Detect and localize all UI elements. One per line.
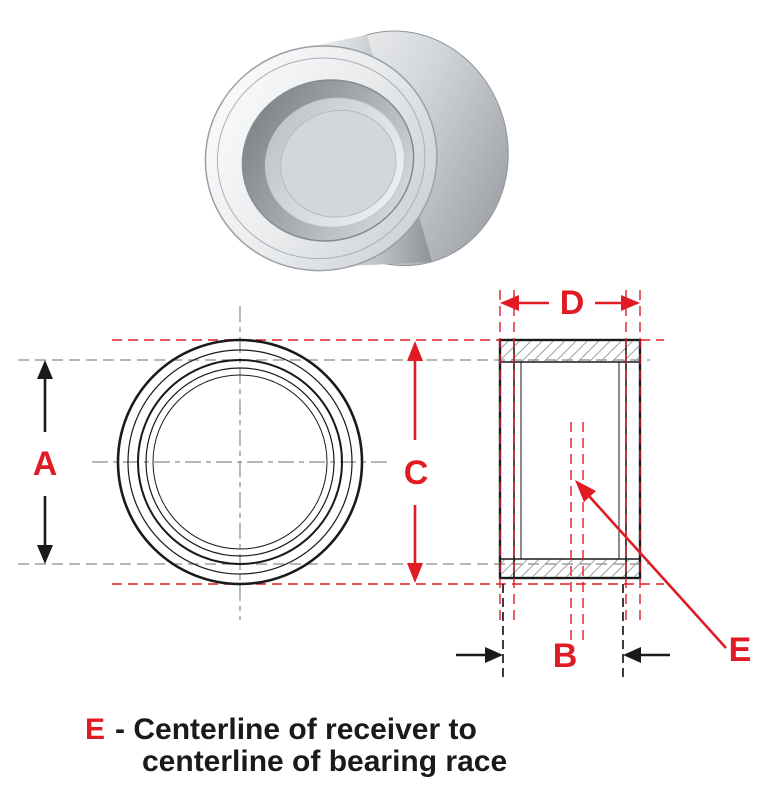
dimension-d-arrow-left bbox=[500, 295, 519, 311]
outer-diameter-circle bbox=[116, 338, 364, 586]
dimension-c: C bbox=[404, 341, 429, 583]
construction-lines bbox=[18, 306, 664, 620]
label-e: E bbox=[729, 631, 752, 669]
dimension-d: D bbox=[500, 284, 640, 322]
label-b: B bbox=[553, 637, 578, 675]
e-leader-arrowhead bbox=[575, 480, 596, 502]
side-view-construction-verticals bbox=[499, 290, 641, 682]
bore-inner-circle bbox=[145, 367, 335, 557]
side-view-hatch-bottom bbox=[501, 559, 639, 577]
label-d: D bbox=[560, 284, 585, 322]
caption-line1-rest: - Centerline of receiver to bbox=[115, 713, 477, 746]
ring-bore-hole bbox=[280, 109, 397, 218]
dimension-c-arrow-up bbox=[407, 341, 423, 361]
outer-rim-circle bbox=[127, 349, 353, 575]
dimension-a: A bbox=[33, 360, 58, 564]
side-view bbox=[498, 338, 642, 580]
caption-line1: E - Centerline of receiver to bbox=[85, 713, 477, 746]
bore-circle bbox=[137, 359, 343, 565]
bore-innermost-circle bbox=[152, 374, 328, 550]
dimension-b-arrow-left-pointing bbox=[623, 647, 641, 663]
e-leader-line bbox=[588, 495, 727, 649]
dimension-b-arrow-right-pointing bbox=[485, 647, 503, 663]
label-c: C bbox=[404, 454, 429, 492]
front-view bbox=[116, 338, 364, 586]
caption: E - Centerline of receiver to centerline … bbox=[85, 713, 507, 778]
dimension-a-arrow-down bbox=[37, 545, 53, 564]
dimension-b: B bbox=[456, 637, 670, 675]
ring-3d-view bbox=[204, 30, 509, 272]
side-view-hatch-top bbox=[501, 341, 639, 362]
label-a: A bbox=[33, 445, 58, 483]
dimension-a-arrow-up bbox=[37, 360, 53, 379]
caption-line2: centerline of bearing race bbox=[142, 745, 507, 778]
ring-front-rim bbox=[216, 57, 426, 260]
dimension-c-arrow-down bbox=[407, 563, 423, 583]
dimension-e-leader: E bbox=[575, 480, 751, 669]
dimension-d-arrow-right bbox=[621, 295, 640, 311]
caption-e-letter: E bbox=[85, 713, 105, 746]
